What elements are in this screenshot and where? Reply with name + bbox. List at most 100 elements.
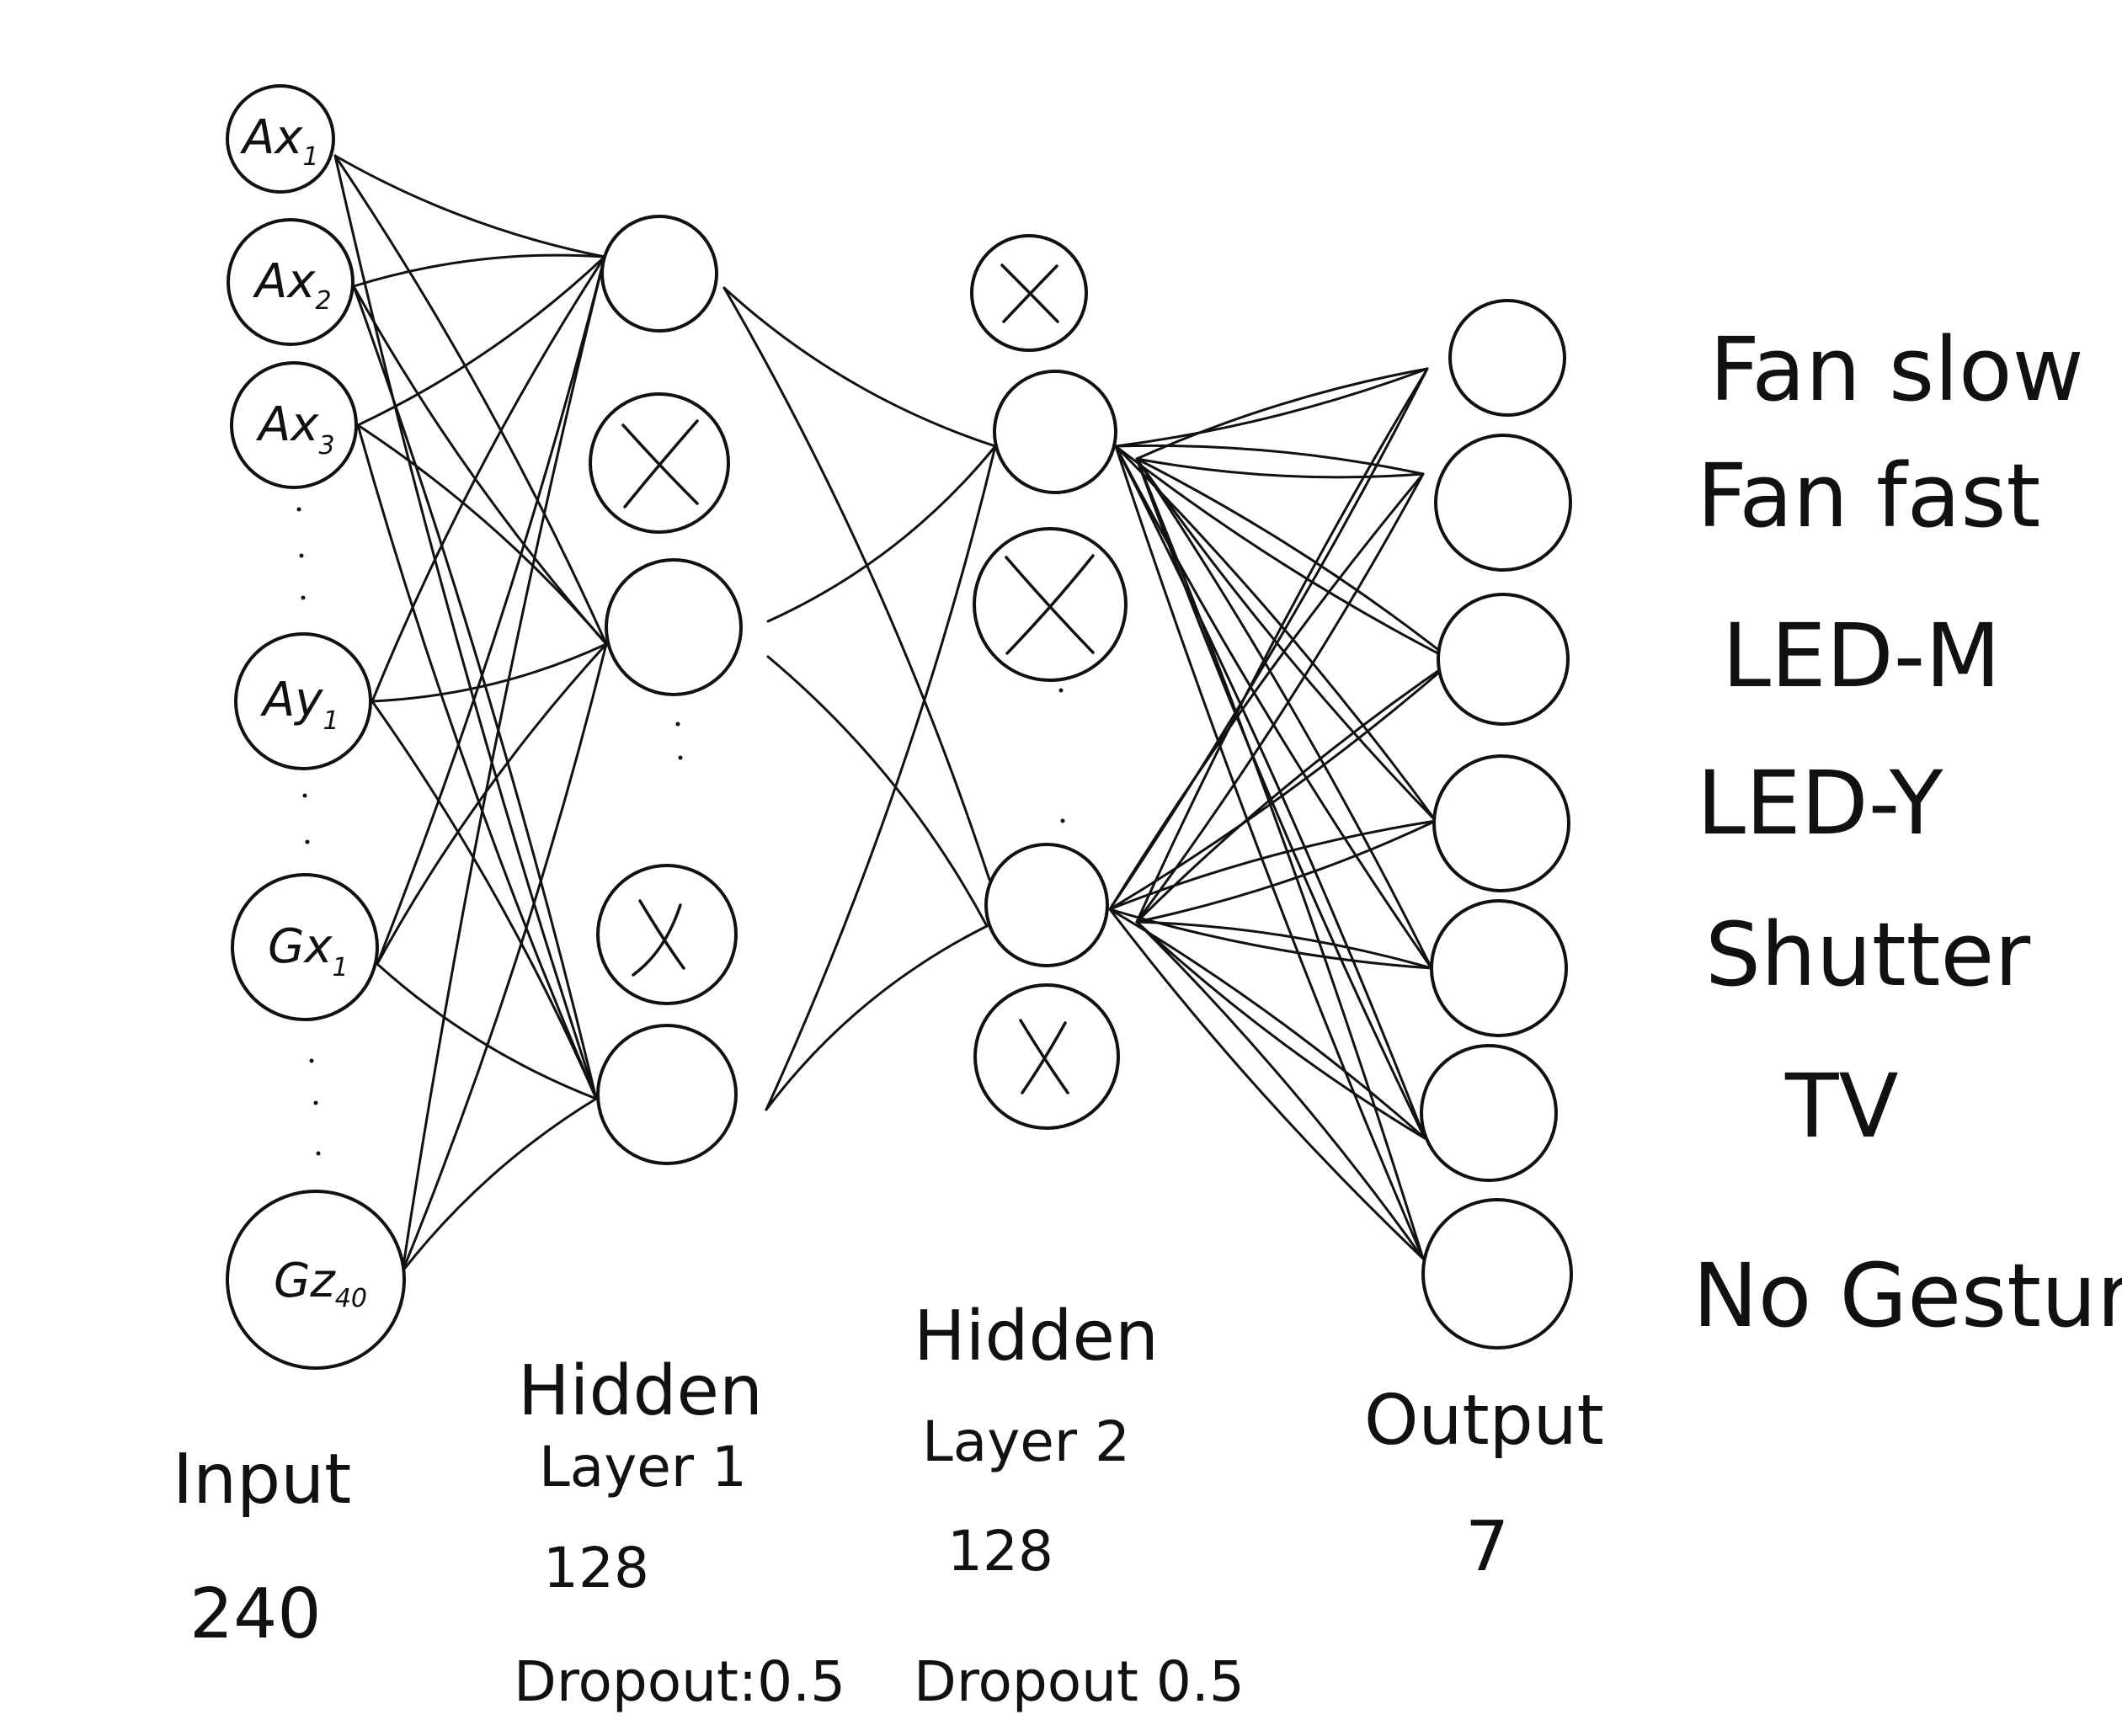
input-node-1: Ax1: [226, 84, 335, 194]
edge-hidden2-output: [1135, 920, 1426, 1140]
output-layer-size: 7: [1465, 1507, 1509, 1587]
hidden2-node-4: [984, 843, 1109, 967]
edge-input-hidden1: [352, 285, 598, 1100]
ellipsis-dot: [299, 553, 304, 558]
hidden2-title: Hidden: [914, 1297, 1159, 1377]
edge-hidden1-hidden2: [722, 286, 991, 881]
ellipsis-dot: [309, 1058, 314, 1063]
edge-input-hidden1: [356, 423, 598, 1100]
edge-hidden2-output: [1114, 367, 1429, 448]
edge-hidden2-output: [1108, 908, 1425, 1260]
svg-text:Ax2: Ax2: [253, 254, 332, 316]
hidden2-node-5-dropped: [973, 983, 1120, 1130]
hidden1-node-2-dropped: [589, 392, 730, 534]
edge-input-hidden1: [356, 423, 608, 646]
edge-hidden2-output: [1135, 819, 1437, 924]
hidden1-dropout: Dropout:0.5: [514, 1649, 845, 1714]
edge-hidden1-hidden2: [722, 286, 997, 448]
input-node-4: Ay1: [234, 632, 372, 770]
hidden1-subtitle: Layer 1: [539, 1435, 747, 1499]
ellipsis-dots: [296, 507, 1065, 1156]
hidden2-node-1-dropped: [970, 234, 1088, 352]
ellipsis-dot: [678, 755, 683, 760]
edge-hidden2-output: [1114, 445, 1454, 663]
edge-input-hidden1: [352, 285, 608, 646]
edge-hidden2-output: [1114, 445, 1426, 1140]
output-node-3: [1437, 593, 1570, 726]
edge-input-hidden1: [376, 255, 606, 966]
class-label-no-gesture: No Gesture: [1693, 1244, 2122, 1347]
hidden1-node-1: [600, 215, 718, 333]
input-node-3: Ax3: [230, 361, 358, 489]
output-layer-name: Output: [1364, 1381, 1604, 1461]
edge-hidden2-output: [1108, 659, 1454, 911]
edge-hidden1-hidden2: [765, 924, 989, 1111]
hidden2-size: 128: [947, 1519, 1053, 1584]
edge-input-hidden1: [376, 962, 598, 1100]
class-label-fan-fast: Fan fast: [1697, 445, 2040, 547]
edge-hidden2-output: [1114, 445, 1437, 823]
ellipsis-dot: [296, 507, 301, 512]
edge-hidden2-output: [1135, 457, 1433, 970]
edge-input-hidden1: [356, 255, 606, 427]
svg-text:Ax3: Ax3: [256, 397, 335, 461]
connection-lines: [333, 154, 1454, 1273]
svg-text:Ax1: Ax1: [240, 110, 319, 172]
edge-hidden2-output: [1135, 457, 1454, 663]
ellipsis-dot: [316, 1151, 321, 1156]
edge-hidden1-hidden2: [766, 655, 989, 928]
output-node-5: [1430, 899, 1568, 1037]
hidden2-node-2: [993, 370, 1117, 494]
edge-hidden2-output: [1135, 457, 1425, 1260]
edge-hidden1-hidden2: [766, 445, 997, 623]
hidden1-size: 128: [543, 1536, 649, 1600]
edge-input-hidden1: [333, 154, 598, 1100]
hidden1-node-4-dropped: [596, 864, 738, 1005]
edge-hidden2-output: [1135, 367, 1429, 461]
ellipsis-dot: [675, 722, 680, 727]
edge-hidden1-hidden2: [765, 445, 997, 1111]
edge-hidden2-output: [1135, 457, 1437, 823]
hidden2-dropout: Dropout 0.5: [914, 1649, 1245, 1714]
hidden1-title: Hidden: [518, 1351, 763, 1431]
ellipsis-dot: [305, 839, 310, 844]
ellipsis-dot: [1058, 688, 1064, 693]
hidden2-subtitle: Layer 2: [922, 1409, 1130, 1474]
edge-input-hidden1: [401, 1097, 598, 1273]
input-node-6: Gz40: [226, 1190, 406, 1370]
svg-text:Ay1: Ay1: [260, 673, 339, 736]
edge-input-hidden1: [333, 154, 608, 646]
edge-hidden2-output: [1108, 908, 1426, 1140]
edge-input-hidden1: [401, 255, 606, 1273]
edge-hidden2-output: [1135, 367, 1429, 924]
edge-hidden2-output: [1114, 444, 1425, 476]
output-node-4: [1432, 754, 1570, 892]
class-label-led-y: LED-Y: [1697, 752, 1943, 855]
edge-hidden2-output: [1108, 367, 1429, 911]
edge-hidden2-output: [1114, 445, 1433, 970]
output-node-2: [1434, 434, 1572, 572]
output-node-1: [1448, 299, 1566, 417]
edge-hidden2-output: [1135, 659, 1454, 924]
svg-text:Gx1: Gx1: [268, 919, 349, 982]
edge-input-hidden1: [371, 700, 598, 1100]
hidden2-node-3-dropped: [973, 527, 1128, 682]
input-node-5: Gx1: [231, 873, 379, 1021]
edge-hidden2-output: [1135, 472, 1425, 924]
ellipsis-dot: [301, 595, 306, 600]
edge-input-hidden1: [371, 642, 608, 703]
edge-input-hidden1: [333, 154, 606, 258]
output-node-6: [1420, 1044, 1558, 1182]
edge-hidden2-output: [1108, 472, 1425, 911]
input-layer-name: Input: [173, 1440, 351, 1520]
edge-input-hidden1: [401, 642, 608, 1273]
output-node-7: [1421, 1198, 1573, 1350]
edge-input-hidden1: [376, 642, 608, 966]
hidden1-node-3: [605, 558, 743, 696]
edge-hidden2-output: [1135, 920, 1425, 1260]
class-label-shutter: Shutter: [1705, 903, 2030, 1006]
input-layer-size: 240: [189, 1574, 322, 1654]
input-node-2: Ax2: [227, 218, 355, 346]
